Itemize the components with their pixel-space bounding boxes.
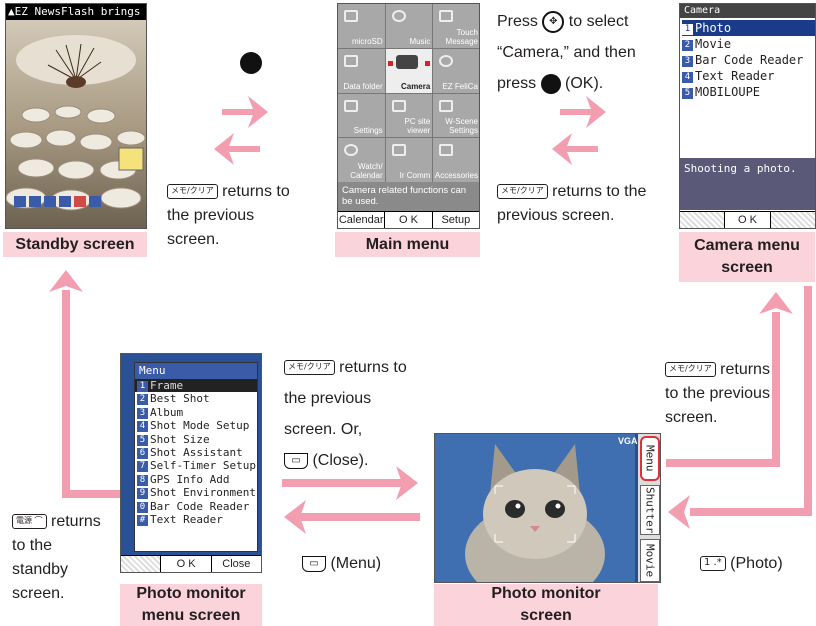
arrow-right bbox=[222, 100, 264, 124]
photo-key-icon: 1 .* bbox=[700, 556, 726, 572]
menu-cell[interactable]: EZ FeliCa bbox=[433, 48, 479, 93]
softkey-ok[interactable]: O K bbox=[384, 212, 431, 228]
camera-menu-status: Shooting a photo. bbox=[680, 158, 815, 210]
instruction-camera-main: メモ/クリア returns to the previous screen. bbox=[497, 183, 647, 224]
arrow-right bbox=[560, 100, 602, 124]
menu-cell[interactable]: Accessories bbox=[433, 138, 479, 182]
softkey-calendar[interactable]: Calendar bbox=[338, 214, 384, 226]
arrow-left bbox=[556, 137, 598, 161]
photo-menu-softkeys: O K Close bbox=[121, 555, 261, 572]
multi-key-icon: ✥ bbox=[542, 10, 565, 33]
main-menu-info: Camera related functions can be used. bbox=[338, 182, 479, 213]
instruction-monitor-camera: メモ/クリア returns to the previous screen. bbox=[665, 361, 770, 426]
memo-clear-key-icon: メモ/クリア bbox=[167, 184, 218, 200]
caption-camera-menu: Camera menu screen bbox=[679, 232, 815, 282]
softkey-setup[interactable]: Setup bbox=[431, 212, 479, 228]
softkey-close[interactable]: Close bbox=[210, 556, 261, 572]
camera-menu-title: Camera bbox=[680, 4, 815, 18]
arrow-left-head bbox=[284, 500, 306, 534]
instruction-main-camera: Press ✥ to select “Camera,” and then pre… bbox=[497, 6, 667, 99]
instruction-monitor-menu: ▭ (Menu) bbox=[302, 552, 381, 576]
camera-menu-softkeys: O K bbox=[680, 211, 815, 228]
photo-menu-title: Menu bbox=[135, 363, 257, 379]
standby-status-icons bbox=[14, 196, 101, 207]
arrow-right-head bbox=[248, 96, 268, 128]
main-menu-grid: microSD Music Touch Message Data folder … bbox=[338, 4, 479, 182]
menu-cell[interactable]: Settings bbox=[338, 93, 385, 138]
standby-screenshot: ▲EZ NewsFlash brings y bbox=[5, 3, 147, 229]
menu-cell[interactable]: PC site viewer bbox=[385, 93, 433, 138]
menu-cell[interactable]: Ir Comm bbox=[385, 138, 433, 182]
photo-menu-item[interactable]: #Text Reader bbox=[135, 513, 257, 526]
instruction-photo-key: 1 .* (Photo) bbox=[700, 552, 783, 576]
softkey-ok[interactable]: O K bbox=[724, 212, 771, 228]
kitten-photo bbox=[435, 434, 635, 582]
softkey-ok[interactable]: O K bbox=[160, 556, 211, 572]
instruction-standby-main: メモ/クリア returns to the previous screen. bbox=[167, 183, 290, 248]
vga-label: VGA bbox=[618, 436, 638, 446]
instruction-menu-monitor: メモ/クリア returns to the previous screen. O… bbox=[284, 359, 407, 469]
power-key-icon: 電源 ⌒ bbox=[12, 514, 47, 530]
menu-cell-camera-selected[interactable]: Camera bbox=[385, 48, 433, 93]
menu-cell[interactable]: Data folder bbox=[338, 48, 385, 93]
side-tab-menu[interactable]: Menu bbox=[640, 436, 660, 481]
caption-standby: Standby screen bbox=[3, 232, 147, 257]
menu-cell[interactable]: W-Scene Settings bbox=[433, 93, 479, 138]
standby-wallpaper-image bbox=[6, 35, 146, 211]
arrow-left bbox=[218, 137, 260, 161]
menu-cell[interactable]: Touch Message bbox=[433, 4, 479, 48]
center-key-icon bbox=[540, 73, 561, 94]
news-ticker: ▲EZ NewsFlash brings y bbox=[6, 4, 147, 20]
memo-clear-key-icon: メモ/クリア bbox=[284, 360, 335, 376]
menu-cell[interactable]: microSD bbox=[338, 4, 385, 48]
main-menu-softkeys: Calendar O K Setup bbox=[338, 211, 479, 228]
photo-monitor-screenshot: VGA Menu Shutter Movie bbox=[434, 433, 661, 583]
side-tab-movie[interactable]: Movie bbox=[640, 539, 660, 582]
memo-clear-key-icon: メモ/クリア bbox=[665, 362, 716, 378]
caption-main-menu: Main menu bbox=[335, 232, 480, 257]
caption-photo-monitor: Photo monitor screen bbox=[434, 584, 658, 626]
book-key-icon: ▭ bbox=[302, 555, 326, 572]
arrow-right-head bbox=[586, 96, 606, 128]
arrow-left-head bbox=[214, 133, 234, 165]
arrow-up-head bbox=[49, 270, 83, 292]
side-tab-shutter[interactable]: Shutter bbox=[640, 484, 660, 536]
book-key-icon: ▭ bbox=[284, 452, 308, 469]
menu-cell[interactable]: Watch/ Calendar bbox=[338, 138, 385, 182]
photo-monitor-side-menu: Menu Shutter Movie bbox=[638, 434, 660, 582]
arrow-right-head bbox=[396, 466, 418, 500]
main-menu-screenshot: microSD Music Touch Message Data folder … bbox=[337, 3, 480, 229]
menu-cell[interactable]: Music bbox=[385, 4, 433, 48]
center-key-icon bbox=[240, 52, 262, 74]
caption-photo-menu: Photo monitor menu screen bbox=[120, 584, 262, 626]
memo-clear-key-icon: メモ/クリア bbox=[497, 184, 548, 200]
arrow-left-head bbox=[668, 495, 690, 529]
arrow-up-head bbox=[759, 292, 793, 314]
instruction-menu-standby: 電源 ⌒ returns to the standby screen. bbox=[12, 513, 101, 602]
arrow-left-head bbox=[552, 133, 572, 165]
